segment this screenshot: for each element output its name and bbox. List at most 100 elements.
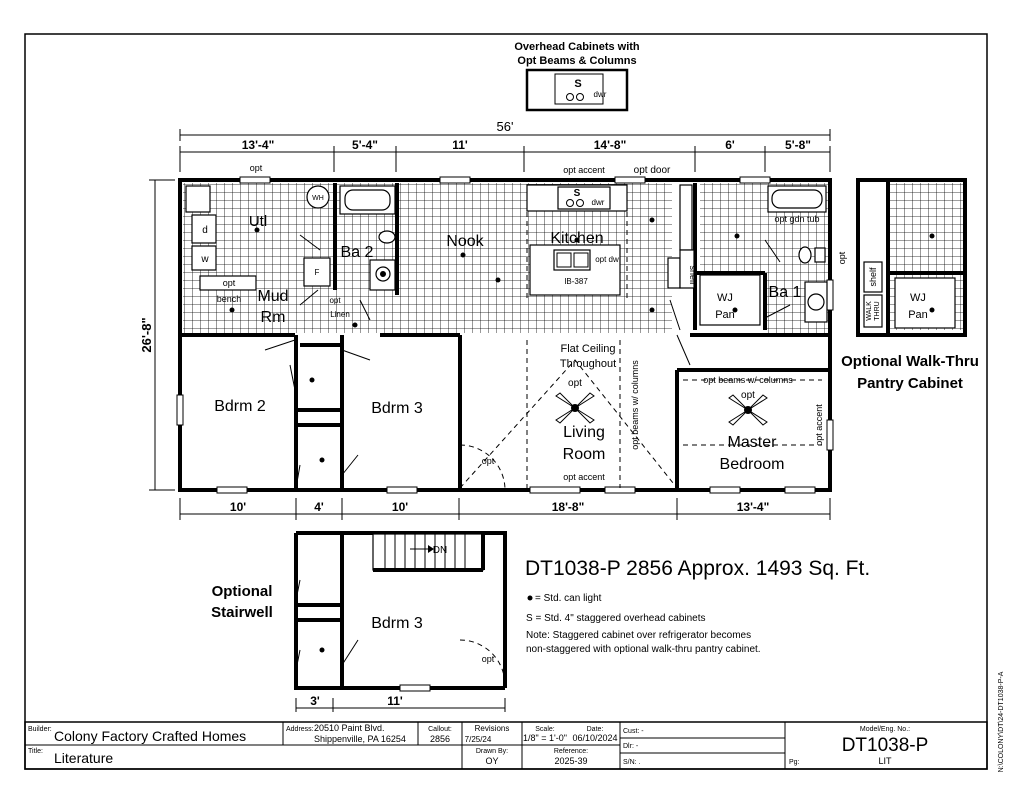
tb-revision: 7/25/24 [465,735,492,744]
can-light-legend-icon [527,595,533,601]
plan-title: DT1038-P 2856 Approx. 1493 Sq. Ft. [525,557,870,580]
dim-depth: 26'-8" [139,317,154,352]
label-dwr-kitchen: dwr [592,198,605,207]
tb-lit: LIT [878,756,892,766]
room-living-room: Room [563,446,606,463]
room-master-bedroom: Bedroom [720,456,785,473]
room-mud-rm: Rm [261,309,286,326]
room-living: Living [563,424,605,441]
room-ba2: Ba 2 [341,244,374,261]
title-block [24,721,988,770]
label-d: d [202,225,208,236]
label-wh: WH [312,195,324,202]
room-master: Master [728,434,778,451]
label-flat-ceiling: Flat Ceiling [560,343,615,355]
tb-address2: Shippenville, PA 16254 [314,734,406,744]
overhead-note-line1: Overhead Cabinets with [514,41,640,53]
tb-drawn: OY [485,756,498,766]
pantry-option-inset [856,178,967,337]
overhead-cabinet-inset: Overhead Cabinets with Opt Beams & Colum… [514,41,640,112]
tb-sn: S/N: . [623,759,641,766]
dim-top-seg1: 13'-4" [242,138,275,152]
label-opt-living-fan: opt [568,378,582,389]
label-bench: bench [217,294,242,304]
living-room-fan-icon [555,392,595,424]
tb-drawn-label: Drawn By: [476,748,508,755]
label-throughout: Throughout [560,358,616,370]
stair-title-line1: Optional [212,583,273,600]
legend-cabinets: S = Std. 4" staggered overhead cabinets [526,613,706,624]
label-s-kitchen: S [574,188,581,199]
label-opt-door: opt door [634,165,671,176]
room-ba1: Ba 1 [769,284,802,301]
stair-dn-label: DN [433,545,447,556]
tb-dlr: Dlr: - [623,743,639,750]
overhead-s-label: S [574,78,581,90]
legend-note-line2: non-staggered with optional walk-thru pa… [526,644,761,655]
bottom-dimensions [179,498,831,520]
tb-date: 06/10/2024 [572,733,617,743]
tb-title-label: Title: [28,748,43,755]
pantry-wj-label: WJ [910,292,926,304]
side-file-code: N:\COLONY\DT\24-DT1038-P-A [998,671,1005,772]
stair-opt-label: opt [482,654,495,664]
dim-stair-seg1: 3' [310,694,320,708]
room-nook: Nook [446,233,484,250]
tb-model: DT1038-P [842,735,929,756]
tb-ref-label: Reference: [554,748,588,755]
tb-scale-label: Scale: [535,726,555,733]
dim-overall-width: 56' [497,119,514,134]
main-floor-plan [176,176,834,494]
top-dimensions [179,129,831,172]
label-opt-master-fan: opt [741,390,755,401]
label-opt-dw: opt dw [595,255,619,264]
label-opt-accent-living: opt accent [563,472,605,482]
tb-model-label: Model/Eng. No.: [860,726,910,733]
dim-bottom-seg2: 4' [314,500,324,514]
stairwell-option-inset [294,531,507,692]
tb-address1: 20510 Paint Blvd. [314,723,385,733]
pantry-shelf-label: shelf [868,267,878,287]
stair-bdrm3-label: Bdrm 3 [371,615,423,632]
room-bdrm3: Bdrm 3 [371,400,423,417]
label-opt-side: opt [837,251,847,264]
tb-callout-label: Callout: [428,726,452,733]
tb-builder: Colony Factory Crafted Homes [54,728,246,744]
tb-title: Literature [54,750,113,766]
tb-date-label: Date: [587,726,604,733]
dim-top-seg3: 11' [452,138,468,152]
label-opt-accent-kitchen: opt accent [563,165,605,175]
stair-dimensions [295,698,506,712]
room-utl: Utl [249,213,267,230]
overhead-dwr-label: dwr [594,90,607,99]
dim-stair-seg2: 11' [387,694,403,708]
room-bdrm2: Bdrm 2 [214,398,266,415]
pantry-thru-label: THRU [874,301,881,320]
pantry-walk-label: WALK [866,301,873,321]
tb-scale: 1/8" = 1'-0" [523,733,567,743]
label-opt-bench: opt [223,278,236,288]
stair-title-line2: Stairwell [211,604,273,621]
pantry-title-line2: Pantry Cabinet [857,375,963,392]
label-ib: IB-387 [564,277,588,286]
label-wj: WJ [717,292,733,304]
side-dimension [149,179,175,491]
label-f: F [315,268,320,277]
label-opt-accent-master: opt accent [814,404,824,446]
pantry-pan-label: Pan [908,309,928,321]
tb-builder-label: Builder: [28,726,52,733]
dim-top-seg4: 14'-8" [594,138,627,152]
dim-bottom-seg1: 10' [230,500,246,514]
label-opt-gdn-tub: opt gdn tub [774,214,819,224]
label-opt-living-door: opt [482,456,495,466]
label-beams-cols-vert: opt beams w/ columns [630,360,640,450]
tb-cust: Cust: - [623,728,644,735]
master-bedroom-fan-icon [728,394,768,426]
room-kitchen: Kitchen [550,230,603,247]
legend-note-line1: Note: Staggered cabinet over refrigerato… [526,630,751,641]
label-opt-linen: opt [329,296,341,305]
dim-top-seg6: 5'-8" [785,138,811,152]
overhead-note-line2: Opt Beams & Columns [517,55,636,67]
label-linen: Linen [330,310,350,319]
